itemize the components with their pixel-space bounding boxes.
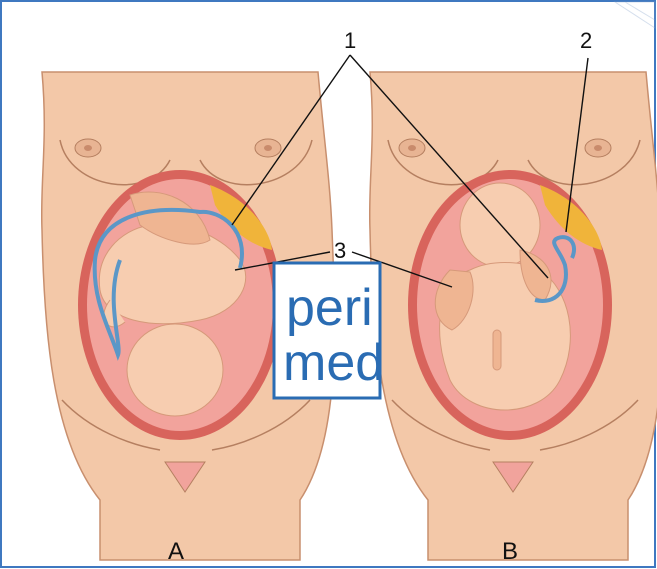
panel-label-a: A	[168, 538, 184, 565]
label-2: 2	[580, 28, 592, 53]
label-3: 3	[334, 238, 346, 263]
uterus-b	[408, 170, 612, 440]
logo-line-1: peri	[286, 279, 373, 337]
label-1: 1	[344, 28, 356, 53]
panel-label-b: B	[502, 538, 518, 565]
perimed-logo: peri med	[274, 263, 384, 398]
uterus-a	[78, 170, 282, 440]
fetus-head-a	[127, 324, 223, 416]
logo-line-2: med	[283, 334, 384, 392]
corner-stamp-icon	[615, 2, 655, 28]
